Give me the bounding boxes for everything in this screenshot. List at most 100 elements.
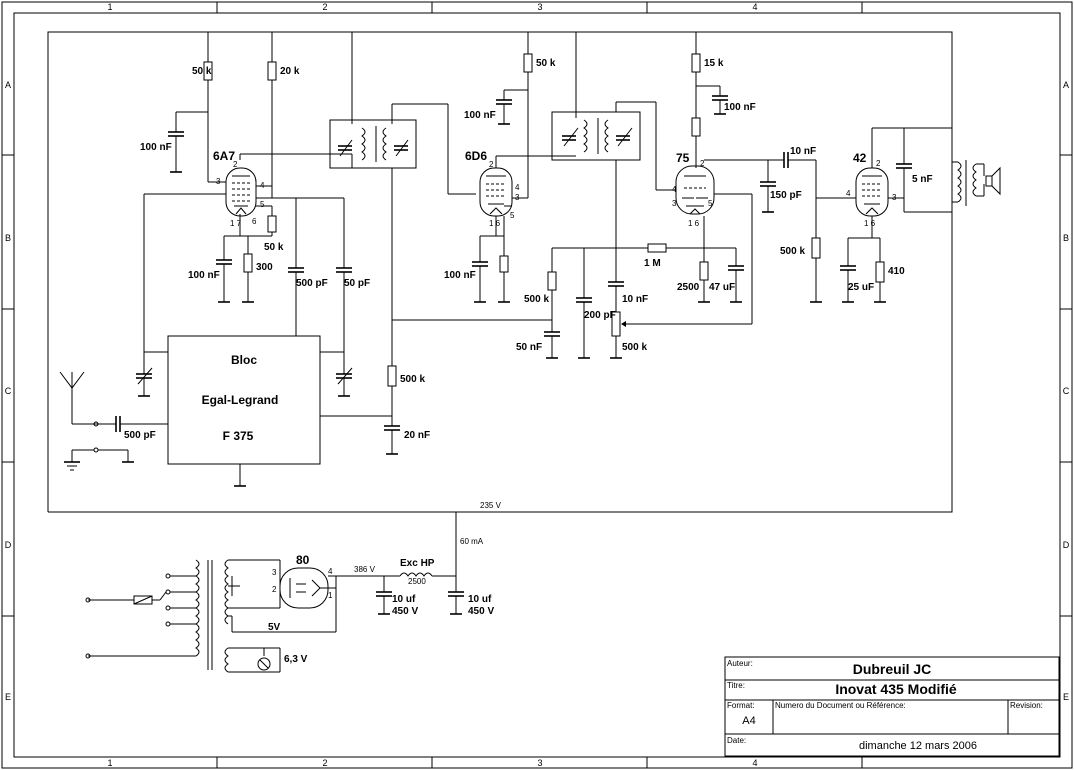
label-c-10uf-b: 10 uf [468,594,492,605]
stage-6a7-wiring [136,32,353,397]
bloc-model: Egal-Legrand [202,393,279,407]
power-transformer [85,559,337,673]
format-label: Format: [727,701,755,710]
label-r-500k-b: 500 k [780,246,805,257]
label-235v: 235 V [480,501,502,510]
resistor-20k [267,61,277,81]
label-c-100nf-d: 100 nF [444,270,476,281]
resistor-75-plate [691,117,701,137]
label-r-2500: 2500 [677,282,700,293]
if-transformer-2 [551,32,676,248]
resistor-500k-a [547,271,557,291]
stage-6d6-wiring [472,32,576,303]
resistor-2500 [699,261,709,281]
label-exc-2500: 2500 [408,577,426,586]
label-c-10uf-a: 10 uf [392,594,416,605]
resistor-300 [243,253,253,273]
tube-80-symbol [279,567,376,609]
label-c-100nf-b: 100 nF [188,270,220,281]
resistor-50k-b [267,215,277,233]
pin-42-2: 2 [876,159,881,168]
antenna-symbol [59,371,168,432]
agc-line [384,103,552,455]
label-6-3v: 6,3 V [284,654,308,665]
label-c-10nf-b: 10 nF [790,146,816,157]
label-60ma: 60 mA [460,537,484,546]
tube-label-42: 42 [853,151,867,165]
stage-75-wiring [691,32,816,303]
label-c-20nf: 20 nF [404,430,430,441]
pin-75-4: 4 [672,185,677,194]
revision-label: Revision: [1010,701,1043,710]
row-label-e-right: E [1063,692,1069,702]
pin-6d6-16: 1 6 [489,219,501,228]
resistor-6d6-cathode [499,255,509,273]
label-r-1m: 1 M [644,258,661,269]
pin-80-1: 1 [328,591,333,600]
label-r-20k: 20 k [280,66,300,77]
label-c-200pf: 200 pF [584,310,616,321]
label-c-100nf-a: 100 nF [140,142,172,153]
pin-75-16: 1 6 [688,219,700,228]
col-label-1-bottom: 1 [107,758,112,768]
label-c-50nf: 50 nF [516,342,542,353]
bloc-box [167,335,392,487]
pin-80-2: 2 [272,585,277,594]
tube-75-symbol [675,165,715,215]
label-r-500k-c: 500 k [400,374,425,385]
label-r-50k-a: 50 k [192,66,212,77]
label-c-500pf-b: 500 pF [124,430,156,441]
docnum-label: Numero du Document ou Référence: [775,701,906,710]
label-r-300: 300 [256,262,273,273]
row-label-c-right: C [1063,386,1070,396]
ht-bus [47,31,953,580]
col-label-3-bottom: 3 [537,758,542,768]
resistor-500k-c [387,365,397,387]
pin-6a7-6: 6 [252,217,257,226]
pin-75-5: 5 [708,199,713,208]
tube-42-symbol [855,167,889,217]
filter-network [376,572,464,615]
label-r-500k-a: 500 k [524,294,549,305]
pin-80-4: 4 [328,567,333,576]
label-r-410: 410 [888,266,905,277]
pilot-lamp-icon [257,657,271,671]
pin-42-3: 3 [892,193,897,202]
pin-75-3: 3 [672,199,677,208]
col-label-2-bottom: 2 [322,758,327,768]
title-label: Titre: [727,681,745,690]
col-label-1: 1 [107,2,112,12]
label-c-25uf: 25 uF [848,282,874,293]
speaker-icon [985,166,1001,196]
title-value: Inovat 435 Modifié [835,681,957,697]
pin-42-16: 1 6 [864,219,876,228]
tube-6d6-symbol [479,167,513,217]
tube-label-6a7: 6A7 [213,149,235,163]
label-c-50pf: 50 pF [344,278,370,289]
resistor-15k [691,53,701,73]
tube-label-75: 75 [676,151,690,165]
pin-6a7-3: 3 [216,177,221,186]
label-c-100nf-c: 100 nF [464,110,496,121]
date-label: Date: [727,736,746,745]
label-c-5nf: 5 nF [912,174,933,185]
label-386v: 386 V [354,565,376,574]
label-c-10nf-a: 10 nF [622,294,648,305]
row-label-d: D [5,540,12,550]
ground-terminal [64,447,134,471]
bloc-ref: F 375 [223,429,254,443]
author-value: Dubreuil JC [853,661,932,677]
pin-6d6-4: 4 [515,183,520,192]
label-r-50k-b: 50 k [264,242,284,253]
bloc-title: Bloc [231,353,257,367]
label-r-50k-c: 50 k [536,58,556,69]
row-label-b-right: B [1063,233,1069,243]
pin-6a7-2: 2 [233,160,238,169]
stage-42-wiring [810,127,985,303]
pin-6d6-5: 5 [510,211,515,220]
resistor-500k-b [811,237,821,259]
title-block [724,656,1060,757]
row-label-e: E [5,692,11,702]
